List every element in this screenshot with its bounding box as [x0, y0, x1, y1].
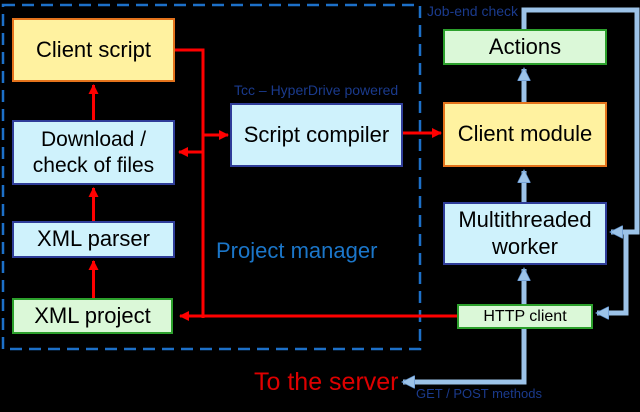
arrow-jobend-to-httpclient	[597, 232, 629, 313]
node-client-script: Client script	[12, 18, 175, 82]
arrow-clientscript-trunk	[175, 48, 205, 318]
node-multithreaded-worker-label: Multithreaded worker	[458, 206, 592, 259]
label-to-the-server: To the server	[254, 368, 399, 396]
node-actions: Actions	[443, 29, 607, 65]
label-tcc-hyperdrive: Tcc – HyperDrive powered	[234, 82, 399, 98]
node-xml-project: XML project	[12, 298, 173, 334]
node-xml-parser: XML parser	[12, 221, 175, 258]
node-client-script-label: Client script	[36, 36, 151, 62]
node-multithreaded-worker: Multithreaded worker	[443, 202, 607, 265]
arrow-httpclient-to-server	[403, 329, 527, 382]
node-download-check-label: Download / check of files	[32, 127, 155, 177]
node-client-module-label: Client module	[457, 121, 593, 147]
node-http-client-label: HTTP client	[483, 307, 567, 325]
label-project-manager: Project manager	[216, 238, 378, 263]
node-download-check: Download / check of files	[12, 120, 175, 185]
project-manager-boundary	[1, 3, 422, 351]
node-http-client: HTTP client	[457, 304, 593, 329]
node-xml-parser-label: XML parser	[37, 226, 150, 252]
node-actions-label: Actions	[488, 33, 562, 59]
label-get-post-methods: GET / POST methods	[416, 386, 542, 401]
node-script-compiler: Script compiler	[230, 103, 403, 167]
node-script-compiler-label: Script compiler	[243, 121, 390, 147]
node-client-module: Client module	[443, 102, 607, 167]
node-xml-project-label: XML project	[34, 302, 151, 328]
label-job-end-check: Job-end check	[427, 3, 519, 19]
